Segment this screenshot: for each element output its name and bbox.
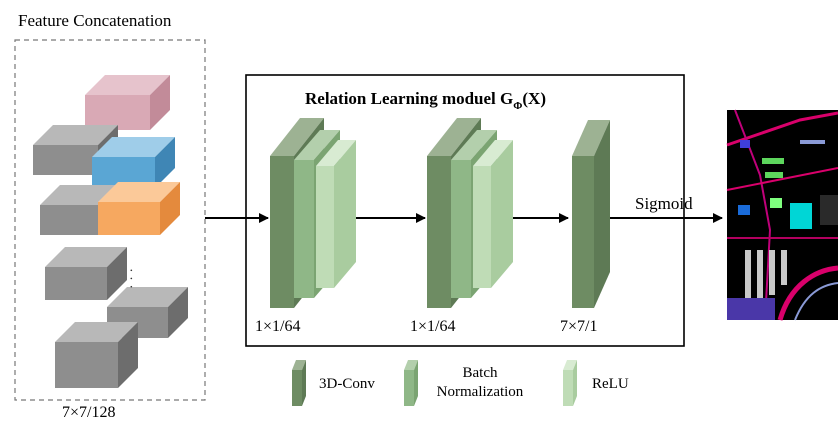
conv-block-3 (572, 120, 610, 308)
conv-block-2 (427, 118, 513, 308)
conv-block-1 (270, 118, 356, 308)
gray-feature-block-3 (45, 247, 127, 300)
feature-title: Feature Concatenation (18, 11, 172, 30)
feature-ellipsis: · · · (123, 268, 138, 289)
block2-label: 1×1/64 (410, 318, 455, 335)
legend-conv-swatch (292, 360, 306, 406)
output-classification-map (726, 109, 838, 321)
relation-title: Relation Learning moduel GΦ(X) (305, 89, 546, 112)
block1-label: 1×1/64 (255, 318, 300, 335)
legend-bn-swatch (404, 360, 418, 406)
legend: 3D-Conv Batch Normalization ReLU (292, 360, 629, 406)
legend-bn-label-line1: Batch (463, 365, 498, 381)
legend-bn-label-line2: Normalization (437, 384, 524, 400)
blue-feature-block (92, 137, 175, 188)
feature-dashed-box (14, 39, 206, 401)
relation-module-box (245, 74, 685, 347)
orange-feature-block (98, 182, 180, 235)
gray-feature-block-5 (55, 322, 138, 388)
legend-conv-label: 3D-Conv (319, 376, 375, 392)
legend-relu-swatch (563, 360, 577, 406)
sigmoid-label: Sigmoid (635, 194, 693, 213)
legend-relu-label: ReLU (592, 376, 629, 392)
feature-dim-label: 7×7/128 (62, 404, 115, 421)
pink-feature-block (85, 75, 170, 130)
block3-label: 7×7/1 (560, 318, 597, 335)
